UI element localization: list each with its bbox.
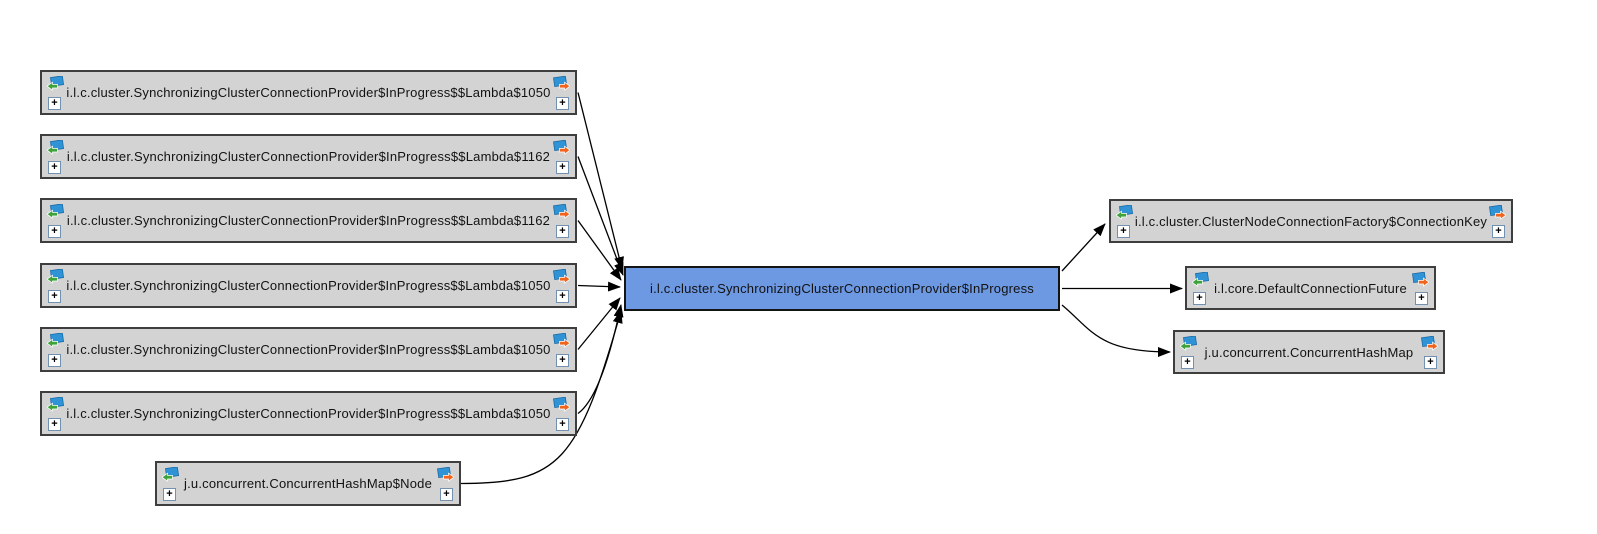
left-node-6[interactable]: + j.u.concurrent.ConcurrentHashMap$Node … bbox=[155, 461, 461, 506]
incoming-references-icon[interactable] bbox=[46, 332, 65, 348]
left-node-0[interactable]: + i.l.c.cluster.SynchronizingClusterConn… bbox=[40, 70, 577, 115]
incoming-references-icon[interactable] bbox=[1115, 204, 1134, 220]
outgoing-references-icon[interactable] bbox=[1412, 271, 1430, 287]
class-name-label: i.l.c.cluster.ClusterNodeConnectionFacto… bbox=[1134, 213, 1488, 229]
edge bbox=[577, 297, 621, 350]
expand-incoming-button[interactable]: + bbox=[48, 290, 61, 303]
expand-outgoing-button[interactable]: + bbox=[556, 225, 569, 238]
left-node-5[interactable]: + i.l.c.cluster.SynchronizingClusterConn… bbox=[40, 391, 577, 436]
outgoing-references-icon[interactable] bbox=[553, 268, 571, 284]
incoming-references-icon[interactable] bbox=[1191, 271, 1210, 287]
incoming-references-icon[interactable] bbox=[46, 139, 65, 155]
class-name-label: j.u.concurrent.ConcurrentHashMap$Node bbox=[183, 476, 433, 491]
expand-outgoing-button[interactable]: + bbox=[556, 290, 569, 303]
class-name-label: i.l.c.cluster.SynchronizingClusterConnec… bbox=[66, 213, 551, 228]
expand-outgoing-button[interactable]: + bbox=[1415, 292, 1428, 305]
incoming-references-icon[interactable] bbox=[46, 396, 65, 412]
class-name-label: i.l.c.cluster.SynchronizingClusterConnec… bbox=[66, 149, 551, 164]
outgoing-references-icon[interactable] bbox=[553, 203, 571, 219]
expand-outgoing-button[interactable]: + bbox=[440, 488, 453, 501]
left-node-3[interactable]: + i.l.c.cluster.SynchronizingClusterConn… bbox=[40, 263, 577, 308]
class-name-label: i.l.c.cluster.SynchronizingClusterConnec… bbox=[66, 85, 551, 100]
outgoing-references-icon[interactable] bbox=[553, 75, 571, 91]
expand-incoming-button[interactable]: + bbox=[48, 354, 61, 367]
expand-incoming-button[interactable]: + bbox=[163, 488, 176, 501]
outgoing-references-icon[interactable] bbox=[553, 332, 571, 348]
outgoing-references-icon[interactable] bbox=[553, 396, 571, 412]
right-node-1[interactable]: + i.l.core.DefaultConnectionFuture + bbox=[1185, 266, 1436, 310]
expand-incoming-button[interactable]: + bbox=[48, 161, 61, 174]
class-name-label: i.l.core.DefaultConnectionFuture bbox=[1214, 280, 1407, 296]
expand-outgoing-button[interactable]: + bbox=[1492, 225, 1505, 238]
class-name-label: i.l.c.cluster.SynchronizingClusterConnec… bbox=[66, 342, 551, 357]
edge bbox=[577, 220, 622, 281]
edge bbox=[577, 156, 624, 276]
incoming-references-icon[interactable] bbox=[46, 75, 65, 91]
left-node-4[interactable]: + i.l.c.cluster.SynchronizingClusterConn… bbox=[40, 327, 577, 372]
expand-outgoing-button[interactable]: + bbox=[556, 354, 569, 367]
outgoing-references-icon[interactable] bbox=[553, 139, 571, 155]
expand-incoming-button[interactable]: + bbox=[48, 225, 61, 238]
expand-outgoing-button[interactable]: + bbox=[556, 97, 569, 110]
expand-incoming-button[interactable]: + bbox=[48, 418, 61, 431]
expand-outgoing-button[interactable]: + bbox=[556, 161, 569, 174]
edge bbox=[1061, 304, 1171, 357]
class-name-label: j.u.concurrent.ConcurrentHashMap bbox=[1204, 344, 1414, 360]
expand-outgoing-button[interactable]: + bbox=[1424, 356, 1437, 369]
expand-outgoing-button[interactable]: + bbox=[556, 418, 569, 431]
edge bbox=[577, 281, 621, 292]
outgoing-references-icon[interactable] bbox=[437, 466, 455, 482]
incoming-references-icon[interactable] bbox=[46, 268, 65, 284]
right-node-0[interactable]: + i.l.c.cluster.ClusterNodeConnectionFac… bbox=[1109, 199, 1513, 243]
outgoing-references-icon[interactable] bbox=[1421, 335, 1439, 351]
expand-incoming-button[interactable]: + bbox=[48, 97, 61, 110]
class-name-label: i.l.c.cluster.SynchronizingClusterConnec… bbox=[66, 406, 551, 421]
left-node-1[interactable]: + i.l.c.cluster.SynchronizingClusterConn… bbox=[40, 134, 577, 179]
edge bbox=[577, 304, 624, 415]
center-node[interactable]: i.l.c.cluster.SynchronizingClusterConnec… bbox=[624, 266, 1060, 311]
right-node-2[interactable]: + j.u.concurrent.ConcurrentHashMap + bbox=[1173, 330, 1445, 374]
incoming-references-icon[interactable] bbox=[1179, 335, 1198, 351]
edge bbox=[1061, 223, 1106, 272]
edge bbox=[577, 92, 624, 270]
expand-incoming-button[interactable]: + bbox=[1117, 225, 1130, 238]
outgoing-references-icon[interactable] bbox=[1489, 204, 1507, 220]
expand-incoming-button[interactable]: + bbox=[1193, 292, 1206, 305]
class-name-label: i.l.c.cluster.SynchronizingClusterConnec… bbox=[66, 278, 551, 293]
incoming-references-icon[interactable] bbox=[161, 466, 180, 482]
expand-incoming-button[interactable]: + bbox=[1181, 356, 1194, 369]
incoming-references-icon[interactable] bbox=[46, 203, 65, 219]
left-node-2[interactable]: + i.l.c.cluster.SynchronizingClusterConn… bbox=[40, 198, 577, 243]
selected-class-name-label: i.l.c.cluster.SynchronizingClusterConnec… bbox=[650, 281, 1034, 296]
